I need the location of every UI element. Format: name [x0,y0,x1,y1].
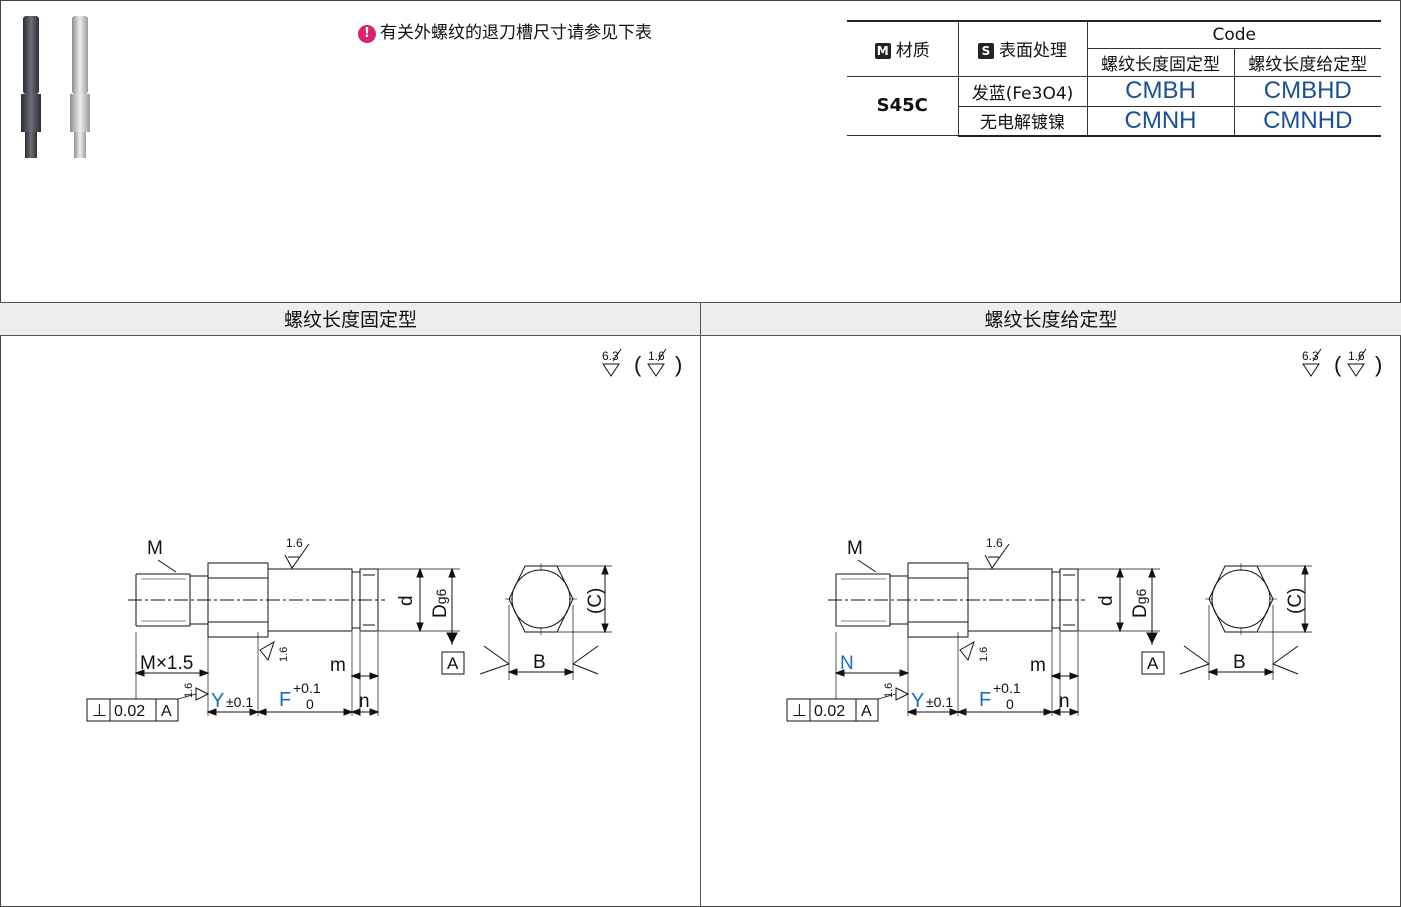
tolerance-F-plus: +0.1 [993,680,1021,696]
material-value: S45C [847,75,959,136]
roughness-main: 6.3 [1302,349,1319,363]
label-thread-length: M×1.5 [140,653,193,674]
label-B: B [533,652,546,673]
label-C: (C) [585,588,606,614]
label-M: M [847,538,863,559]
perpendicularity-frame: ⊥ 0.02 A [786,698,879,722]
label-B: B [1233,652,1246,673]
paren-close: ) [675,352,682,377]
product-photo [21,16,90,158]
paren-open: ( [1334,352,1342,377]
surface-value: 发蓝(Fe3O4) [957,75,1088,107]
tolerance-F-zero: 0 [1006,696,1014,712]
code-config: CMBHD [1233,75,1381,107]
roughness-face: 1.6 [883,683,895,698]
datum-box [1141,651,1165,675]
tolerance-F-plus: +0.1 [293,680,321,696]
roughness-value: 1.6 [286,536,303,550]
label-F: F [979,689,991,711]
tolerance-Y: ±0.1 [226,694,253,710]
hex-end-view: (C) B [479,563,612,680]
label-d: d [396,595,417,606]
label-F: F [279,689,291,711]
perp-datum: A [161,703,172,720]
roughness-value: 1.6 [986,536,1003,550]
label-m: m [330,655,346,676]
label-n: n [359,691,370,712]
black-pin-image [21,16,41,158]
roughness-hex: 1.6 [278,647,290,662]
hex-end-view: (C) B [1179,563,1312,680]
label-d: d [1096,595,1117,606]
datum-box [441,651,465,675]
label-Y: Y [911,690,924,712]
perpendicularity-frame: ⊥ 0.02 A [86,698,179,722]
tolerance-Y: ±0.1 [926,694,953,710]
config-header: 螺纹长度给定型 [1233,47,1381,77]
surface-badge: S [978,43,994,60]
perp-value: 0.02 [114,703,145,720]
label-n: n [1059,691,1070,712]
perp-symbol: ⊥ [92,701,107,720]
label-Y: Y [211,690,224,712]
label-thread-length: N [840,653,854,674]
shaft-section [267,568,353,632]
notice-text: 有关外螺纹的退刀槽尺寸请参见下表 [380,23,652,43]
roughness-alt: 1.6 [1348,349,1365,363]
perp-value: 0.02 [814,703,845,720]
roughness-main: 6.3 [602,349,619,363]
collar [359,568,379,632]
code-config: CMNHD [1233,105,1381,137]
exclamation-icon: ! [358,25,376,43]
roughness-hex: 1.6 [978,647,990,662]
paren-close: ) [1375,352,1382,377]
label-C: (C) [1285,588,1306,614]
paren-open: ( [634,352,642,377]
panel-title-fixed: 螺纹长度固定型 [0,302,701,336]
thread-section [135,573,191,627]
material-badge: M [874,43,891,60]
label-A: A [1147,654,1159,673]
roughness-alt: 1.6 [648,349,665,363]
tolerance-F-zero: 0 [306,696,314,712]
notice: !有关外螺纹的退刀槽尺寸请参见下表 [358,18,652,43]
label-m: m [1030,655,1046,676]
label-M: M [147,538,163,559]
label-Dg6: Dg6 [1130,588,1151,618]
panel-title-config: 螺纹长度给定型 [701,302,1401,336]
thread-section [835,573,891,627]
perp-symbol: ⊥ [792,701,807,720]
code-fixed: CMNH [1086,105,1235,137]
panel-divider [700,302,701,907]
code-header: Code [1086,20,1381,49]
nickel-pin-image [70,16,90,158]
roughness-face: 1.6 [183,683,195,698]
label-Dg6: Dg6 [430,588,451,618]
perp-datum: A [861,703,872,720]
collar [1059,568,1079,632]
shaft-section [967,568,1053,632]
label-A: A [447,654,459,673]
fixed-header: 螺纹长度固定型 [1086,47,1235,77]
